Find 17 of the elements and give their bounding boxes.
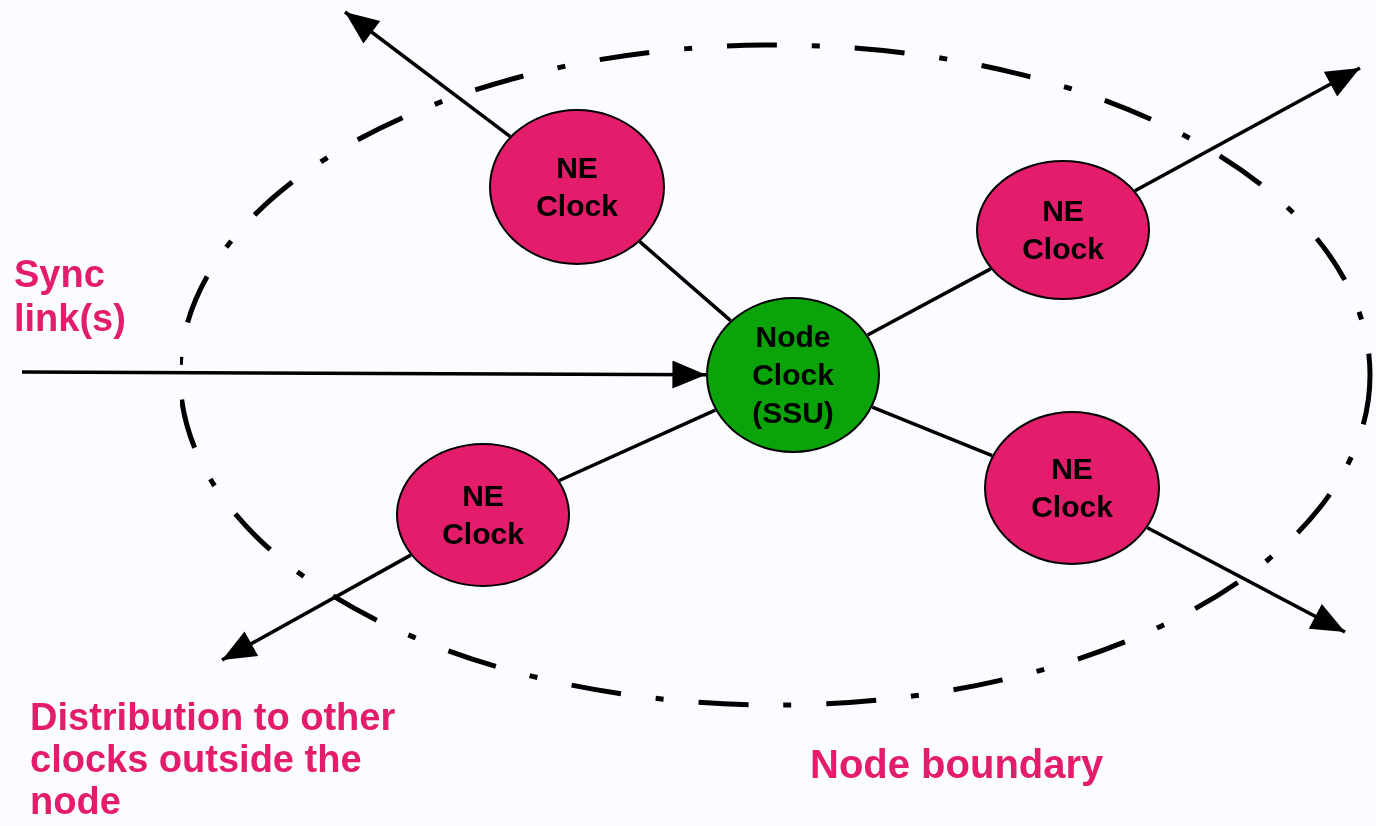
arrow [22,360,706,389]
distribution-label: Distribution to other clocks outside the node [30,696,397,822]
clock-label: NE Clock [441,478,525,552]
arrow [343,10,512,138]
clock-label: Node Clock (SSU) [751,319,835,431]
connector-line [558,408,716,483]
connector-line [638,240,732,322]
arrow [1134,66,1361,193]
clock-label: NE Clock [1030,451,1114,525]
clock-label: NE Clock [1021,193,1105,267]
arrow [221,553,412,662]
boundary-label: Node boundary [810,741,1104,788]
edge-label: Sync link(s) [14,252,127,340]
connector-line [871,405,993,458]
arrow [1146,526,1346,634]
connector-line [866,267,992,337]
clock-label: NE Clock [535,150,619,224]
